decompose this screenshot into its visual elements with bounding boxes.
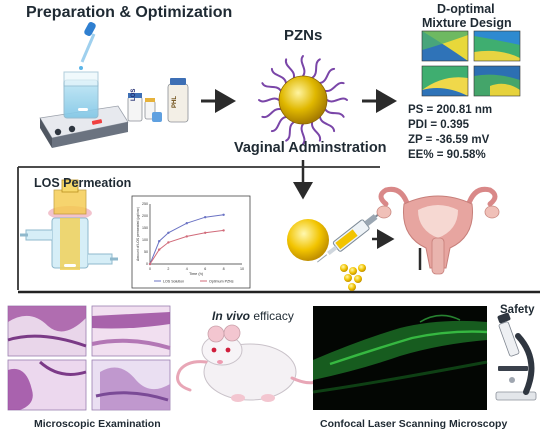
syringe-icon [317,209,385,263]
x-tick-label: 0 [149,267,151,271]
vial-label-los: LOS [131,88,137,101]
ligand-chain [261,82,282,92]
ligand-chain [324,108,345,118]
ligand-chain [284,58,295,79]
series-line [149,214,224,265]
data-point [204,216,207,219]
confocal-label: Confocal Laser Scanning Microscopy [320,418,508,430]
result-pdi: PDI = 0.395 [408,119,470,131]
ligand-chain [258,97,280,103]
y-tick-label: 50 [144,250,148,254]
nanoparticle-core [278,75,328,125]
design-title-line2: Mixture Design [422,16,512,30]
result-zp: ZP = -36.59 mV [408,134,490,146]
y-tick-label: 200 [142,214,148,218]
pzn-nanoparticle-icon [258,55,348,145]
ligand-chain [300,55,306,77]
ligand-chain [318,67,336,85]
histology-images [7,305,171,411]
y-tick-label: 250 [142,202,148,206]
legend-label: Optimum PZNs [209,279,234,283]
franz-diffusion-cell-icon [20,179,118,270]
ligand-chain [285,121,295,142]
ligand-chain [311,121,322,142]
ligand-chain [326,97,348,103]
data-point [204,231,207,234]
data-point [158,240,161,243]
data-point [167,231,170,234]
data-point [167,241,170,244]
gold-sphere-icon [287,219,329,261]
rat-icon [176,324,328,402]
vivo-label: In vivo efficacy [212,309,294,323]
ligand-chain [311,58,321,79]
microscope-icon [495,312,537,401]
result-ee: EE% = 90.58% [408,149,486,161]
micro-label: Microscopic Examination [34,418,161,430]
data-point [158,248,161,251]
section-title: Preparation & Optimization [26,4,233,21]
pzn-label: PZNs [284,27,323,44]
data-point [185,222,188,225]
dropper-icon [79,21,96,70]
ligand-chain [300,123,306,145]
data-point [148,262,152,266]
x-tick-label: 6 [204,267,206,271]
ligand-chain [324,81,345,92]
ligand-chain [318,115,336,133]
permeation-title: LOS Permeation [34,176,132,190]
chart-frame [131,195,251,289]
drug-vials-icon [127,78,189,123]
x-tick-label: 8 [223,267,225,271]
data-point [222,229,225,232]
beaker-icon [63,71,99,119]
series-line [149,229,224,265]
confocal-image [312,306,488,410]
small-nanoparticles-icon [340,264,366,291]
ligand-chain [261,108,282,119]
y-tick-label: 100 [142,238,148,242]
contour-plots-icon [421,30,521,97]
data-point [185,235,188,238]
uterus-icon [376,186,500,275]
ligand-chain [270,67,288,85]
result-ps: PS = 200.81 nm [408,104,493,116]
route-label: Vaginal Adminstration [234,140,387,156]
data-point [222,213,225,216]
y-tick-label: 0 [146,262,148,266]
ligand-chain [270,115,288,133]
y-axis-label: Amount of LOS permeated (µg/cm²) [136,207,140,261]
vial-label-phl: PHL [172,96,178,108]
safety-label: Safety [500,304,535,316]
x-tick-label: 2 [167,267,169,271]
y-tick-label: 150 [142,226,148,230]
x-axis-label: Time (h) [189,272,204,276]
legend-label: LOS Solution [163,279,184,283]
x-tick-label: 10 [240,267,244,271]
design-title-line1: D-optimal [437,2,495,16]
x-tick-label: 4 [186,267,188,271]
